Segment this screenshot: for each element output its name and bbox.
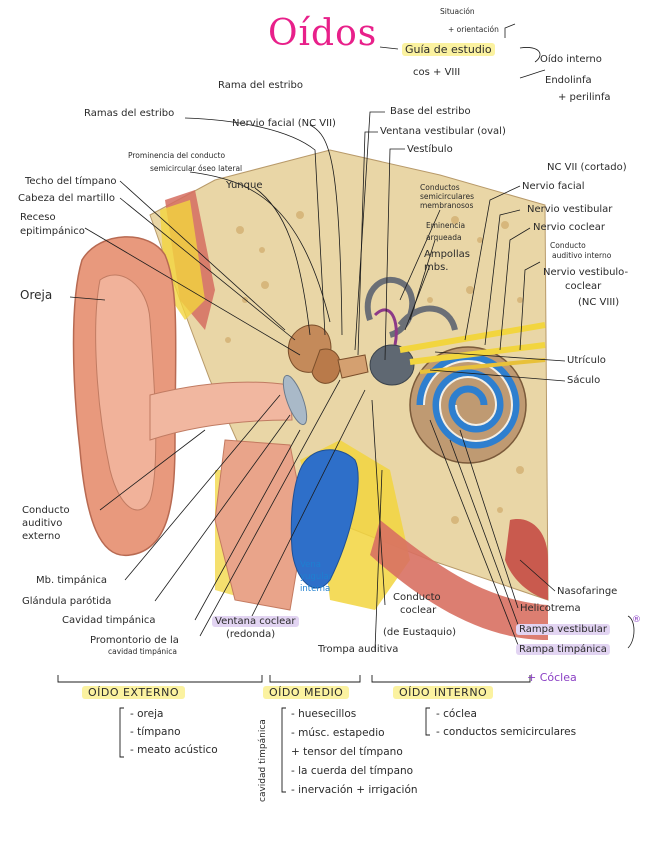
label-utriculo: Utrículo — [567, 355, 606, 366]
list-item: + tensor del tímpano — [291, 746, 403, 758]
label-ventana-coclear-1: Ventana coclear — [212, 616, 299, 627]
label-receso-2: epitimpánico — [20, 226, 85, 237]
label-conductos-2: semicirculares — [420, 192, 475, 201]
label-nervio-vest-2: coclear — [565, 281, 602, 292]
label-receso-1: Receso — [20, 212, 56, 223]
label-glandula-parotida: Glándula parótida — [22, 596, 112, 607]
star-icon: ® — [632, 615, 641, 625]
label-ampollas-2: mbs. — [424, 262, 449, 273]
label-conducto-coclear-1: Conducto — [393, 592, 441, 603]
label-vestibulo: Vestíbulo — [407, 144, 453, 155]
label-vena-1: Vena — [300, 560, 321, 570]
list-item: - músc. estapedio — [291, 727, 385, 739]
section-title-medio: OÍDO MEDIO — [263, 686, 350, 699]
label-conducto-coclear-2: coclear — [400, 605, 437, 616]
list-item: - inervación + irrigación — [291, 784, 418, 796]
label-rampa-timpanica: Rampa timpánica — [516, 644, 610, 655]
label-oreja: Oreja — [20, 288, 53, 302]
label-nasofaringe: Nasofaringe — [557, 586, 618, 597]
label-rama-estribo: Rama del estribo — [218, 80, 303, 91]
list-item: - tímpano — [130, 726, 181, 738]
label-nervio-vest-1: Nervio vestibulo- — [543, 267, 629, 278]
note-orientacion: + orientación — [448, 25, 499, 34]
label-prominencia-1: Prominencia del conducto — [128, 151, 226, 160]
label-saculo: Sáculo — [567, 375, 601, 386]
label-nervio-facial-vii: Nervio facial (NC VII) — [232, 118, 336, 129]
label-nc-vii-cortado: NC VII (cortado) — [547, 162, 627, 173]
section-title-externo: OÍDO EXTERNO — [82, 686, 186, 699]
label-rampa-vestibular: Rampa vestibular — [516, 624, 610, 635]
label-conducto-externo-2: auditivo — [22, 518, 63, 529]
note-oido-interno: Oído interno — [540, 54, 602, 65]
note-situacion: Situación — [440, 7, 475, 16]
label-conducto-interno-1: Conducto — [550, 241, 586, 250]
label-nervio-vest-3: (NC VIII) — [578, 297, 620, 308]
label-conducto-externo-1: Conducto — [22, 505, 70, 516]
label-promontorio-1: Promontorio de la — [90, 635, 179, 646]
label-eminencia-2: arqueada — [426, 233, 462, 242]
list-item: - la cuerda del tímpano — [291, 765, 414, 777]
label-ventana-vestibular: Ventana vestibular (oval) — [380, 126, 506, 137]
label-de-eustaquio: (de Eustaquio) — [383, 627, 456, 638]
label-cavidad-timpanica: Cavidad timpánica — [62, 615, 156, 626]
label-nervio-vestibular: Nervio vestibular — [527, 204, 613, 215]
label-conducto-interno-2: auditivo interno — [552, 251, 612, 260]
label-base-estribo: Base del estribo — [390, 106, 471, 117]
label-vena-2: yugular — [300, 572, 333, 582]
list-item: - cóclea — [436, 708, 477, 720]
section-side-label-medio: cavidad timpánica — [258, 719, 268, 802]
note-endolinfa: Endolinfa — [545, 75, 592, 86]
label-techo-timpano: Techo del tímpano — [25, 176, 117, 187]
label-nervio-facial: Nervio facial — [522, 181, 585, 192]
label-mb-timpanica: Mb. timpánica — [36, 575, 107, 586]
label-conductos-3: membranosos — [420, 201, 474, 210]
list-item: - meato acústico — [130, 744, 218, 756]
note-guide: Guía de estudio — [402, 43, 495, 56]
label-prominencia-2: semicircular óseo lateral — [150, 164, 243, 173]
label-cabeza-martillo: Cabeza del martillo — [18, 193, 115, 204]
label-conductos-1: Conductos — [420, 183, 460, 192]
label-vena-3: interna — [300, 584, 331, 594]
label-helicotrema: Helicotrema — [520, 603, 581, 614]
label-promontorio-2: cavidad timpánica — [108, 647, 177, 656]
label-nervio-coclear: Nervio coclear — [533, 222, 606, 233]
page-title: Oídos — [268, 13, 378, 54]
list-item: - huesecillos — [291, 708, 357, 720]
label-ventana-coclear-2: (redonda) — [226, 629, 276, 640]
label-conducto-externo-3: externo — [22, 531, 61, 542]
note-cos: cos + VIII — [413, 67, 461, 78]
label-ramas-estribo: Ramas del estribo — [84, 108, 175, 119]
label-eminencia-1: Eminencia — [426, 221, 466, 230]
label-trompa-auditiva: Trompa auditiva — [318, 644, 399, 655]
section-title-interno: OÍDO INTERNO — [393, 686, 494, 699]
label-yunque: Yunque — [226, 180, 263, 191]
list-item: - conductos semicirculares — [436, 726, 577, 738]
label-plus-coclea: + Cóclea — [527, 671, 577, 684]
note-perilinfa: + perilinfa — [558, 92, 611, 103]
label-ampollas-1: Ampollas — [424, 249, 470, 260]
list-item: - oreja — [130, 708, 164, 720]
